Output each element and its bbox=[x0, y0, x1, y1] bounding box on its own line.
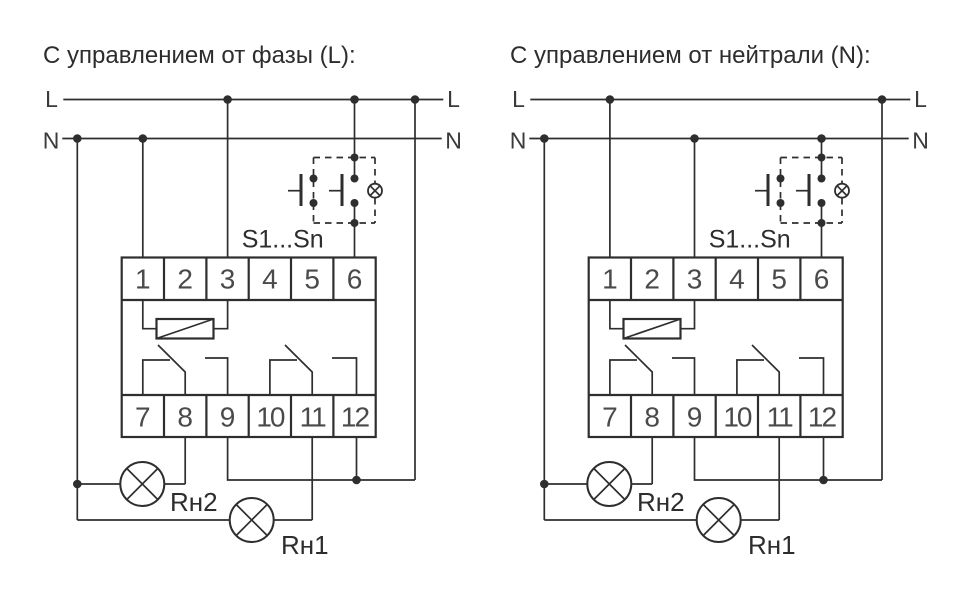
terminal-number-bottom: 12 bbox=[341, 402, 370, 433]
relay-contact-2 bbox=[269, 344, 358, 395]
neutral-label-left: N bbox=[43, 128, 60, 154]
terminal-number-bottom: 11 bbox=[300, 402, 326, 433]
wires bbox=[62, 98, 444, 521]
buttons-dashed-box bbox=[755, 156, 850, 224]
terminal-number-top: 3 bbox=[687, 264, 703, 295]
phase-label-left: L bbox=[512, 86, 525, 112]
load-lamp-rn2 bbox=[586, 461, 633, 507]
terminal-number-top: 5 bbox=[771, 264, 787, 295]
neutral-label-left: N bbox=[510, 128, 527, 154]
relay-contact-1 bbox=[141, 344, 229, 395]
terminal-number-top: 6 bbox=[347, 264, 363, 295]
load1-label: Rн1 bbox=[748, 530, 796, 560]
terminal-number-top: 6 bbox=[814, 264, 830, 295]
relay-device bbox=[120, 256, 377, 439]
load2-label: Rн2 bbox=[170, 487, 218, 517]
terminal-number-bottom: 12 bbox=[808, 402, 837, 433]
terminal-number-top: 1 bbox=[135, 264, 151, 295]
neutral-label-right: N bbox=[912, 128, 929, 154]
terminal-number-bottom: 10 bbox=[723, 402, 752, 433]
terminal-number-bottom: 7 bbox=[135, 402, 151, 433]
terminal-number-top: 2 bbox=[177, 264, 193, 295]
relay-coil bbox=[141, 300, 229, 340]
load-lamp-rn1 bbox=[228, 497, 275, 543]
buttons-group-label: S1...Sn bbox=[242, 226, 324, 254]
junction-dots bbox=[540, 95, 887, 489]
terminal-number-top: 4 bbox=[729, 264, 745, 295]
phase-label-left: L bbox=[45, 86, 58, 112]
load-lamp-rn2 bbox=[119, 461, 166, 507]
terminal-number-bottom: 8 bbox=[644, 402, 660, 433]
relay-contact-1 bbox=[609, 344, 696, 395]
load1-label: Rн1 bbox=[281, 530, 329, 560]
load2-label: Rн2 bbox=[637, 487, 685, 517]
terminal-number-top: 5 bbox=[304, 264, 320, 295]
terminal-number-bottom: 10 bbox=[256, 402, 285, 433]
terminal-number-bottom: 11 bbox=[767, 402, 793, 433]
diagram-control-from-neutral: С управлением от нейтрали (N):LNLNS1...S… bbox=[510, 42, 929, 560]
buttons-group-label: S1...Sn bbox=[709, 226, 791, 254]
terminal-number-top: 4 bbox=[262, 264, 278, 295]
relay-device bbox=[587, 256, 844, 439]
terminal-number-bottom: 8 bbox=[177, 402, 193, 433]
diagram-title: С управлением от нейтрали (N): bbox=[510, 42, 871, 69]
phase-label-right: L bbox=[914, 86, 927, 112]
relay-coil bbox=[609, 300, 696, 340]
terminal-number-top: 2 bbox=[644, 264, 660, 295]
phase-label-right: L bbox=[447, 86, 460, 112]
load-lamp-rn1 bbox=[695, 497, 742, 543]
diagram-title: С управлением от фазы (L): bbox=[43, 42, 356, 69]
neutral-label-right: N bbox=[445, 128, 462, 154]
junction-dots bbox=[73, 95, 420, 489]
terminal-number-bottom: 9 bbox=[687, 402, 703, 433]
terminal-number-bottom: 9 bbox=[220, 402, 236, 433]
relay-contact-2 bbox=[736, 344, 825, 395]
terminal-number-top: 3 bbox=[220, 264, 236, 295]
terminal-number-top: 1 bbox=[602, 264, 618, 295]
buttons-dashed-box bbox=[288, 156, 383, 224]
terminal-number-bottom: 7 bbox=[602, 402, 618, 433]
